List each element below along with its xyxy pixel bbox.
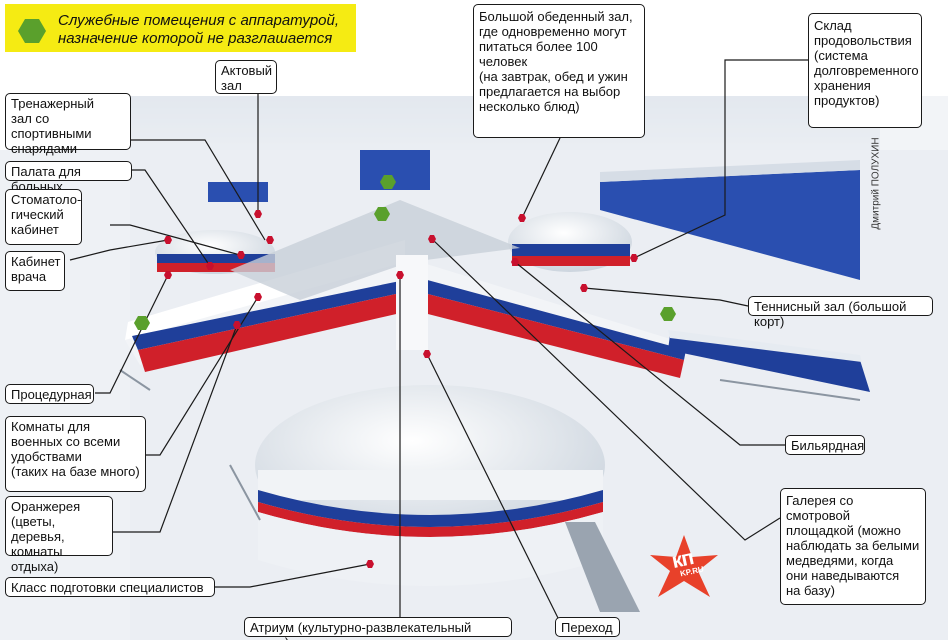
leader-procedur [95, 274, 169, 394]
green-marker-1 [380, 175, 396, 189]
green-markers [134, 175, 676, 330]
label-atrium: Атриум (культурно-развлекательный центр) [244, 617, 512, 640]
marker-aktovy [254, 210, 262, 218]
label-tennis: Теннисный зал (большой корт) [748, 296, 933, 329]
label-trenazhorny-zal: Тренажерный зал со спортивными снарядами [5, 93, 131, 156]
label-oranzhereya: Оранжерея (цветы, деревья, комнаты отдых… [5, 496, 113, 574]
leader-obedenny [521, 137, 561, 219]
leader-komnaty [145, 296, 259, 456]
marker-oranzhereya [233, 321, 241, 329]
leader-perehod [426, 353, 559, 619]
marker-stomatolog [237, 251, 245, 259]
central-tower [396, 255, 428, 350]
green-marker-4 [660, 307, 676, 321]
photo-credit-text: Дмитрий ПОЛУХИН [870, 137, 882, 230]
marker-klass [366, 560, 374, 568]
legend: Служебные помещения с аппаратурой, назна… [5, 4, 356, 52]
label-klass: Класс подготовки специалистов [5, 577, 215, 597]
leader-vracha [69, 239, 169, 261]
gallery-ramp [668, 335, 870, 392]
leader-sklad [633, 59, 808, 259]
leader-klass [215, 563, 371, 588]
leader-tennis [583, 287, 749, 307]
leader-bilyard [514, 261, 785, 446]
leader-trenazhorny [130, 139, 266, 241]
label-perehod: Переход [555, 617, 620, 637]
marker-vracha [164, 236, 172, 244]
marker-procedur [164, 271, 172, 279]
photo-credit: Дмитрий ПОЛУХИН [868, 120, 884, 250]
label-kabinet-vracha: Кабинет врача [5, 251, 65, 291]
green-marker-3 [134, 316, 150, 330]
atrium-dome [255, 385, 605, 545]
label-bilyard: Бильярдная [785, 435, 865, 455]
marker-komnaty [254, 293, 262, 301]
leader-palata [130, 169, 211, 267]
marker-palata [206, 262, 214, 270]
label-palata: Палата для больных [5, 161, 132, 194]
marker-obedenny [518, 214, 526, 222]
red-markers [164, 210, 638, 568]
green-hexagon-icon [18, 19, 46, 43]
leader-lines [69, 59, 808, 619]
label-sklad: Склад продовольствия (система долговреме… [808, 13, 922, 128]
marker-bilyard [511, 258, 519, 266]
marker-trenazhorny [266, 236, 274, 244]
roof-panels [230, 200, 520, 300]
label-procedurnaya: Процедурная [5, 384, 94, 404]
storage-warehouse [600, 170, 860, 280]
leader-stomatolog [110, 224, 241, 256]
label-galereya: Галерея со смотровой площадкой (можно на… [780, 488, 926, 605]
green-marker-2 [374, 207, 390, 221]
marker-atrium [396, 271, 404, 279]
front-stairs [565, 522, 640, 612]
marker-perehod [423, 350, 431, 358]
marker-sklad [630, 254, 638, 262]
leader-oranzhereya [110, 324, 238, 533]
blue-shed [360, 150, 430, 190]
marker-galereya [428, 235, 436, 243]
label-aktovy-zal: Актовый зал [215, 60, 277, 94]
label-stomatolog: Стоматоло- гический кабинет [5, 189, 82, 245]
leader-galereya [431, 238, 781, 541]
label-komnaty: Комнаты для военных со всеми удобствами … [5, 416, 146, 492]
marker-tennis [580, 284, 588, 292]
kp-logo-icon [650, 535, 718, 597]
legend-text: Служебные помещения с аппаратурой, назна… [58, 12, 340, 47]
label-obedenny-zal: Большой обеденный зал, где одновременно … [473, 4, 645, 138]
